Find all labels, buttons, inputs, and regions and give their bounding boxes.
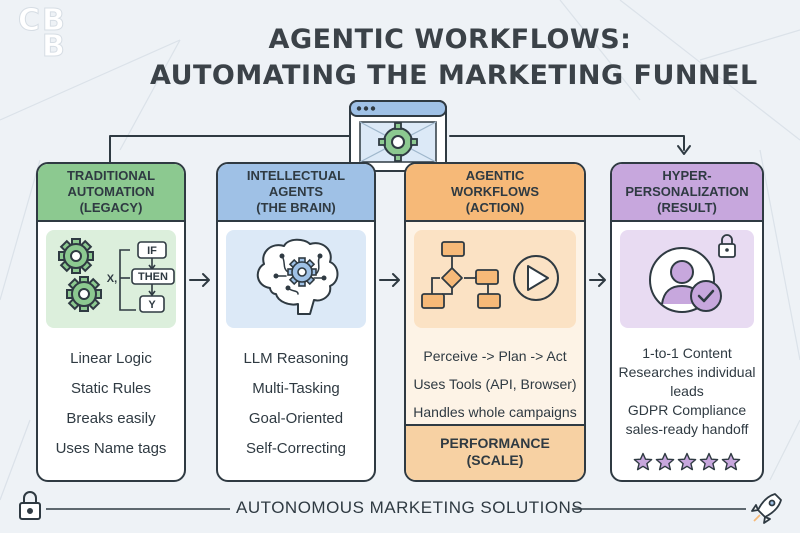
logo-line-1: CB (18, 3, 67, 38)
header-line: AGENTIC (465, 168, 525, 183)
stage-items: 1-to-1 Content Researches individual lea… (612, 344, 762, 439)
stage-items: LLM Reasoning Multi-Tasking Goal-Oriente… (218, 344, 374, 464)
list-item: Static Rules (70, 380, 152, 397)
top-connector-arrowhead (677, 145, 691, 155)
stage-header: TRADITIONAL AUTOMATION (LEGACY) (38, 164, 184, 222)
header-line: TRADITIONAL (66, 168, 156, 183)
star-icon (677, 452, 697, 471)
list-item: Multi-Tasking (252, 380, 340, 397)
user-check-lock-icon (649, 234, 736, 313)
stage-header: AGENTIC WORKFLOWS (ACTION) (406, 164, 584, 222)
lock-icon (19, 491, 41, 520)
list-item: Uses Name tags (55, 440, 167, 457)
list-item: GDPR Compliance (627, 402, 747, 418)
header-line: WORKFLOWS (450, 184, 540, 199)
header-line: (RESULT) (657, 200, 717, 215)
icon-panel (226, 230, 366, 328)
rating-stars (612, 452, 762, 472)
stage-card-hyper-personalization: HYPER- PERSONALIZATION (RESULT) 1-to-1 C… (610, 162, 764, 482)
star-icon (655, 452, 675, 471)
header-line: PERSONALIZATION (625, 184, 749, 199)
header-line: AGENTS (268, 184, 324, 199)
arrow-1-to-2 (189, 273, 210, 287)
performance-footer: PERFORMANCE (SCALE) (406, 424, 584, 480)
header-line: (ACTION) (465, 200, 525, 215)
rocket-icon (751, 493, 782, 524)
if-label: IF (147, 245, 157, 257)
brain-gear-icon (256, 238, 339, 315)
stage-card-intellectual-agents: INTELLECTUAL AGENTS (THE BRAIN) (216, 162, 376, 482)
header-line: (LEGACY) (79, 200, 143, 215)
logo-line-2: B (42, 29, 67, 64)
footer-tagline: AUTONOMOUS MARKETING SOLUTIONS (236, 498, 584, 517)
header-line: (THE BRAIN) (256, 200, 336, 215)
stage-items: Linear Logic Static Rules Breaks easily … (38, 344, 184, 464)
icon-panel (414, 230, 576, 328)
y-label: Y (148, 299, 156, 311)
list-item: Linear Logic (70, 350, 152, 367)
stage-header: HYPER- PERSONALIZATION (RESULT) (612, 164, 762, 222)
arrow-3-to-4 (589, 273, 606, 287)
stage-card-traditional-automation: TRADITIONAL AUTOMATION (LEGACY) (36, 162, 186, 482)
list-item: 1-to-1 Content (642, 345, 732, 361)
icon-panel: IF X, THEN Y (46, 230, 176, 328)
icon-panel (620, 230, 754, 328)
top-connector-left (109, 135, 351, 163)
gears-if-then-icon: IF X, THEN Y (58, 238, 175, 313)
performance-label: PERFORMANCE (440, 435, 550, 451)
stage-card-agentic-workflows: AGENTIC WORKFLOWS (ACTION) (404, 162, 586, 482)
top-connector-right (449, 135, 685, 151)
brand-logo: CB B (18, 3, 94, 64)
list-item: LLM Reasoning (243, 350, 349, 367)
header-line: HYPER- (662, 168, 712, 183)
arrow-2-to-3 (379, 273, 400, 287)
x-label: X, (107, 273, 117, 285)
title-line-2: AUTOMATING THE MARKETING FUNNEL (150, 60, 758, 91)
page-title: AGENTIC WORKFLOWS: AUTOMATING THE MARKET… (150, 22, 758, 94)
list-item: Researches individual leads (618, 364, 756, 399)
browser-gear-icon (349, 100, 447, 172)
flowchart-play-icon (421, 241, 559, 309)
list-item: Uses Tools (API, Browser) (413, 376, 577, 392)
stage-header: INTELLECTUAL AGENTS (THE BRAIN) (218, 164, 374, 222)
performance-sublabel: (SCALE) (466, 452, 524, 468)
star-icon (721, 452, 741, 471)
list-item: Goal-Oriented (248, 410, 344, 427)
list-item: Handles whole campaigns (413, 404, 577, 420)
list-item: Breaks easily (66, 410, 156, 427)
header-line: AUTOMATION (67, 184, 155, 199)
title-line-1: AGENTIC WORKFLOWS: (268, 24, 632, 55)
then-label: THEN (138, 271, 168, 283)
list-item: Self-Correcting (245, 440, 347, 457)
stage-items: Perceive -> Plan -> Act Uses Tools (API,… (406, 342, 584, 426)
star-icon (633, 452, 653, 471)
star-icon (699, 452, 719, 471)
list-item: Perceive -> Plan -> Act (423, 348, 567, 364)
list-item: sales-ready handoff (625, 421, 749, 437)
header-line: INTELLECTUAL (246, 168, 346, 183)
